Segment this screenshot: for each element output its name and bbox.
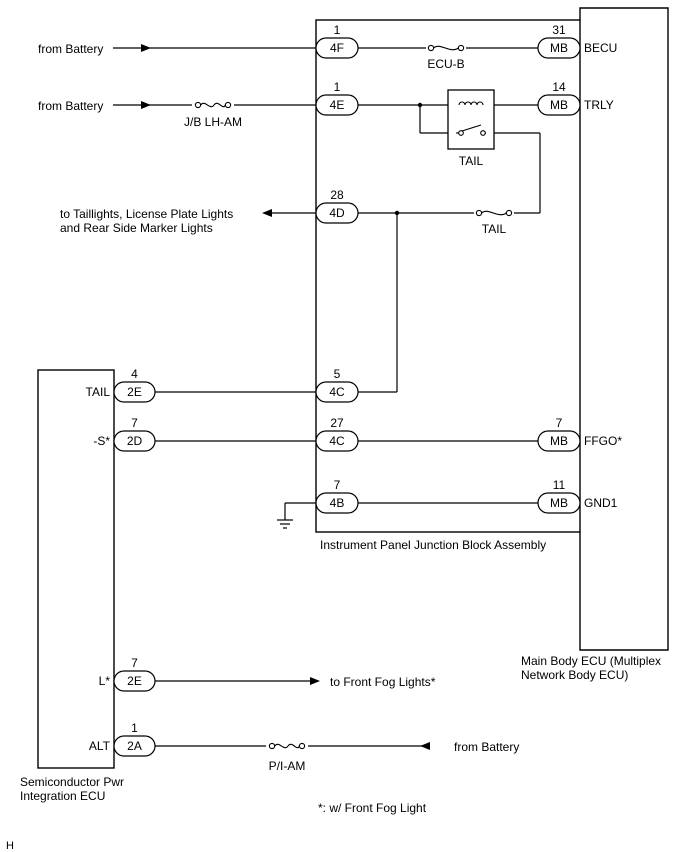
signal-name: -S* xyxy=(93,434,110,448)
fuse-ecu-b-icon xyxy=(426,43,466,53)
connector-4c-5 xyxy=(315,381,359,403)
connector-4d xyxy=(315,202,359,224)
connector-code: 2A xyxy=(127,739,142,753)
signal-name: TAIL xyxy=(86,385,111,399)
fuse-pi-am-icon xyxy=(266,741,308,751)
pin-number: 28 xyxy=(330,188,344,202)
connector-4c-27 xyxy=(315,430,359,452)
junction-dot xyxy=(394,210,400,216)
arrow-left-icon xyxy=(262,209,272,217)
to-taillights-label: and Rear Side Marker Lights xyxy=(60,221,213,235)
pin-number: 7 xyxy=(131,416,138,430)
connector-code: 4F xyxy=(330,41,344,55)
signal-name: BECU xyxy=(584,41,617,55)
to-taillights-label: to Taillights, License Plate Lights xyxy=(60,207,233,221)
from-battery-label: from Battery xyxy=(454,740,519,754)
pin-number: 1 xyxy=(131,721,138,735)
fuse-label: TAIL xyxy=(482,222,507,236)
connector-mb-14 xyxy=(537,94,581,116)
connector-2e-4 xyxy=(113,381,156,403)
arrow-right-icon xyxy=(141,101,151,109)
pin-number: 31 xyxy=(552,23,566,37)
fuse-label: P/I-AM xyxy=(269,759,306,773)
connector-2d-7 xyxy=(113,430,156,452)
from-battery-label: from Battery xyxy=(38,99,103,113)
signal-name: FFGO* xyxy=(584,434,622,448)
pin-number: 27 xyxy=(330,416,344,430)
pin-number: 7 xyxy=(556,416,563,430)
pin-number: 11 xyxy=(553,478,566,492)
connector-code: 2D xyxy=(127,434,143,448)
signal-name: TRLY xyxy=(584,98,614,112)
connector-mb-31 xyxy=(537,37,581,59)
signal-name: L* xyxy=(99,674,111,688)
fuse-label: ECU-B xyxy=(427,57,464,71)
arrow-right-icon xyxy=(310,677,320,685)
to-front-fog-lights-label: to Front Fog Lights* xyxy=(330,675,436,689)
signal-name: GND1 xyxy=(584,496,618,510)
connector-2e-7 xyxy=(113,670,156,692)
pin-number: 1 xyxy=(334,80,341,94)
connector-code: 4D xyxy=(329,206,345,220)
connector-code: MB xyxy=(550,496,568,510)
tail-relay-icon xyxy=(447,89,495,150)
signal-name: ALT xyxy=(89,739,111,753)
instrument-panel-junction-block xyxy=(315,19,581,533)
main-body-ecu-block xyxy=(579,7,669,651)
corner-mark: H xyxy=(6,840,14,852)
connector-mb-7 xyxy=(537,430,581,452)
junction-block-title: Instrument Panel Junction Block Assembly xyxy=(320,538,546,552)
connector-code: 4C xyxy=(329,385,345,399)
junction-dot xyxy=(417,102,423,108)
semiconductor-ecu-title: Integration ECU xyxy=(20,789,105,803)
pin-number: 1 xyxy=(334,23,341,37)
fuse-tail-icon xyxy=(474,208,514,218)
connector-mb-11 xyxy=(537,492,581,514)
pin-number: 7 xyxy=(334,478,341,492)
ground-icon xyxy=(277,519,293,529)
pin-number: 4 xyxy=(131,367,138,381)
connector-capsules xyxy=(113,37,581,757)
connector-code: 2E xyxy=(127,385,142,399)
connector-4f xyxy=(315,37,359,59)
connector-code: 4E xyxy=(330,98,345,112)
connector-code: MB xyxy=(550,98,568,112)
connector-code: MB xyxy=(550,41,568,55)
fuse-label: J/B LH-AM xyxy=(184,115,242,129)
main-body-ecu-title: Network Body ECU) xyxy=(521,668,628,682)
fuse-jb-lh-am-icon xyxy=(192,100,234,110)
main-body-ecu-title: Main Body ECU (Multiplex xyxy=(521,654,661,668)
connector-code: MB xyxy=(550,434,568,448)
connector-code: 4B xyxy=(330,496,345,510)
pin-number: 7 xyxy=(131,656,138,670)
connector-4b xyxy=(315,492,359,514)
footnote: *: w/ Front Fog Light xyxy=(318,801,427,815)
connector-code: 2E xyxy=(127,674,142,688)
arrow-left-icon xyxy=(420,742,430,750)
connector-code: 4C xyxy=(329,434,345,448)
semiconductor-pwr-integration-ecu-block xyxy=(37,369,115,769)
pin-number: 14 xyxy=(552,80,566,94)
arrow-right-icon xyxy=(141,44,151,52)
semiconductor-ecu-title: Semiconductor Pwr xyxy=(20,775,124,789)
relay-label: TAIL xyxy=(459,154,484,168)
connector-4e xyxy=(315,94,359,116)
connector-2a-1 xyxy=(113,735,156,757)
from-battery-label: from Battery xyxy=(38,42,103,56)
pin-number: 5 xyxy=(334,367,341,381)
